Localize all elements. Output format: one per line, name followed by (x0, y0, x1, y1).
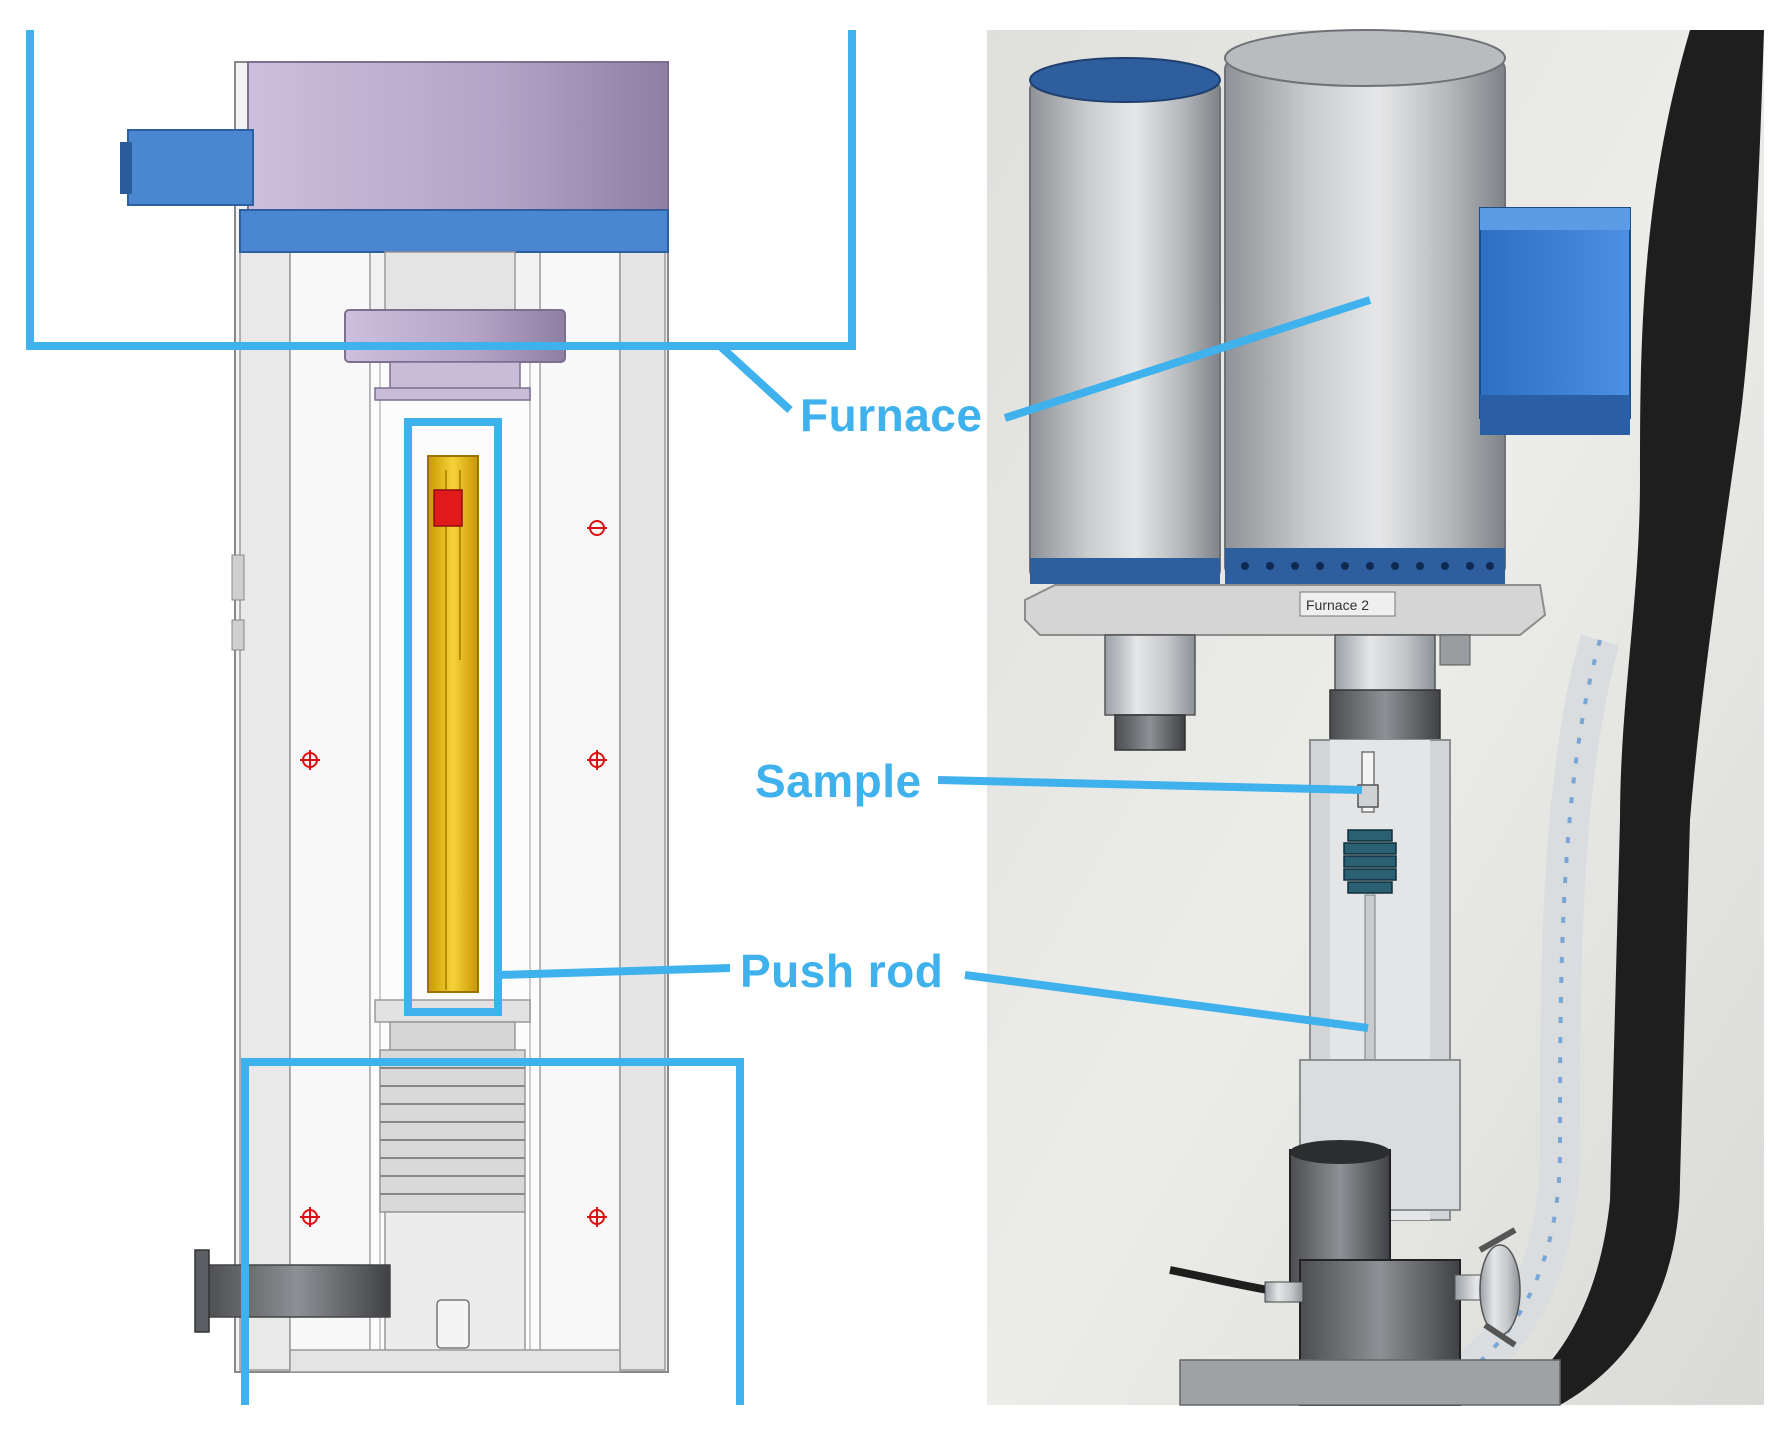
photo-cable-chain (1457, 634, 1620, 1386)
cad-drawing-panel (120, 61, 669, 1373)
photo-furnace-plate-text: Furnace 2 (1306, 597, 1369, 613)
furnace-label: Furnace (800, 389, 983, 441)
base-callout-box (241, 1058, 744, 1405)
cad-left-column (289, 239, 371, 1371)
cad-right-rail (619, 239, 666, 1371)
photo-cable-bundle (1500, 30, 1764, 1405)
cad-bellows (379, 1049, 526, 1213)
valve-handle-icon (1478, 1227, 1521, 1348)
photo-heat-sink (1343, 829, 1397, 894)
cad-side-connector (127, 129, 254, 206)
cad-right-column (539, 239, 621, 1371)
sample-leader (937, 776, 1363, 794)
furnace-leader-right (1003, 296, 1372, 422)
cad-sample-holder (427, 455, 479, 993)
photo-furnace-cylinder-right (1224, 57, 1506, 579)
callouts (26, 30, 1372, 1405)
photo-sample (1357, 784, 1379, 808)
sample-label: Sample (755, 755, 922, 807)
red-cross-screw-icon (300, 520, 607, 1227)
push-rod-leader-left (497, 964, 731, 979)
cad-furnace-neck-flange (344, 309, 566, 363)
cad-sample (433, 489, 463, 527)
cad-outlet-pipe (204, 1264, 391, 1318)
furnace-leader-left (717, 343, 793, 413)
furnace-callout-box (26, 30, 856, 350)
push-rod-leader-right (964, 971, 1369, 1032)
cad-furnace-flange (239, 209, 669, 253)
photo-furnace-cylinder-left (1029, 79, 1221, 581)
photo-panel: Furnace 2 (987, 29, 1764, 1406)
cad-furnace-housing (247, 61, 669, 213)
push-rod-highlight-box (404, 418, 502, 1016)
photo-mounting-plate (1024, 584, 1547, 636)
photo-blue-controller-box (1479, 207, 1631, 419)
push-rod-label: Push rod (740, 945, 944, 997)
